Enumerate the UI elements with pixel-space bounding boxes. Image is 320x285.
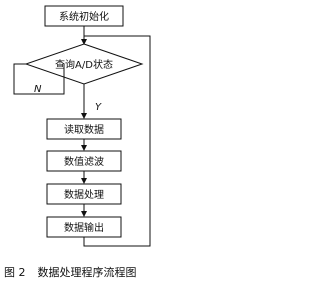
svg-text:系统初始化: 系统初始化 xyxy=(59,10,109,23)
branch-label-yes: Y xyxy=(95,102,102,113)
figure-number: 图 2 xyxy=(4,266,26,279)
edge-no-loop xyxy=(13,63,65,95)
node-data-output: 数据输出 xyxy=(46,216,122,238)
svg-text:读取数据: 读取数据 xyxy=(64,123,104,136)
node-numeric-filter: 数值滤波 xyxy=(46,150,122,172)
edge-output-loop-back xyxy=(83,35,151,247)
svg-text:数据输出: 数据输出 xyxy=(64,221,104,234)
node-data-processing: 数据处理 xyxy=(46,183,122,205)
figure-caption: 图 2 数据处理程序流程图 xyxy=(4,264,137,280)
svg-text:数值滤波: 数值滤波 xyxy=(64,155,104,168)
node-query-status: 查询A/D状态 xyxy=(24,43,144,85)
branch-label-no: N xyxy=(34,84,42,95)
svg-text:数据处理: 数据处理 xyxy=(64,188,104,201)
node-read-data: 读取数据 xyxy=(46,118,122,140)
svg-text:查询A/D状态: 查询A/D状态 xyxy=(55,58,113,71)
node-system-init: 系统初始化 xyxy=(44,5,124,27)
flowchart-diagram: 系统初始化 查询A/D状态 N Y 读取数据 数值滤波 数据处理 数据输出 xyxy=(13,5,151,247)
figure-title: 数据处理程序流程图 xyxy=(37,266,137,279)
